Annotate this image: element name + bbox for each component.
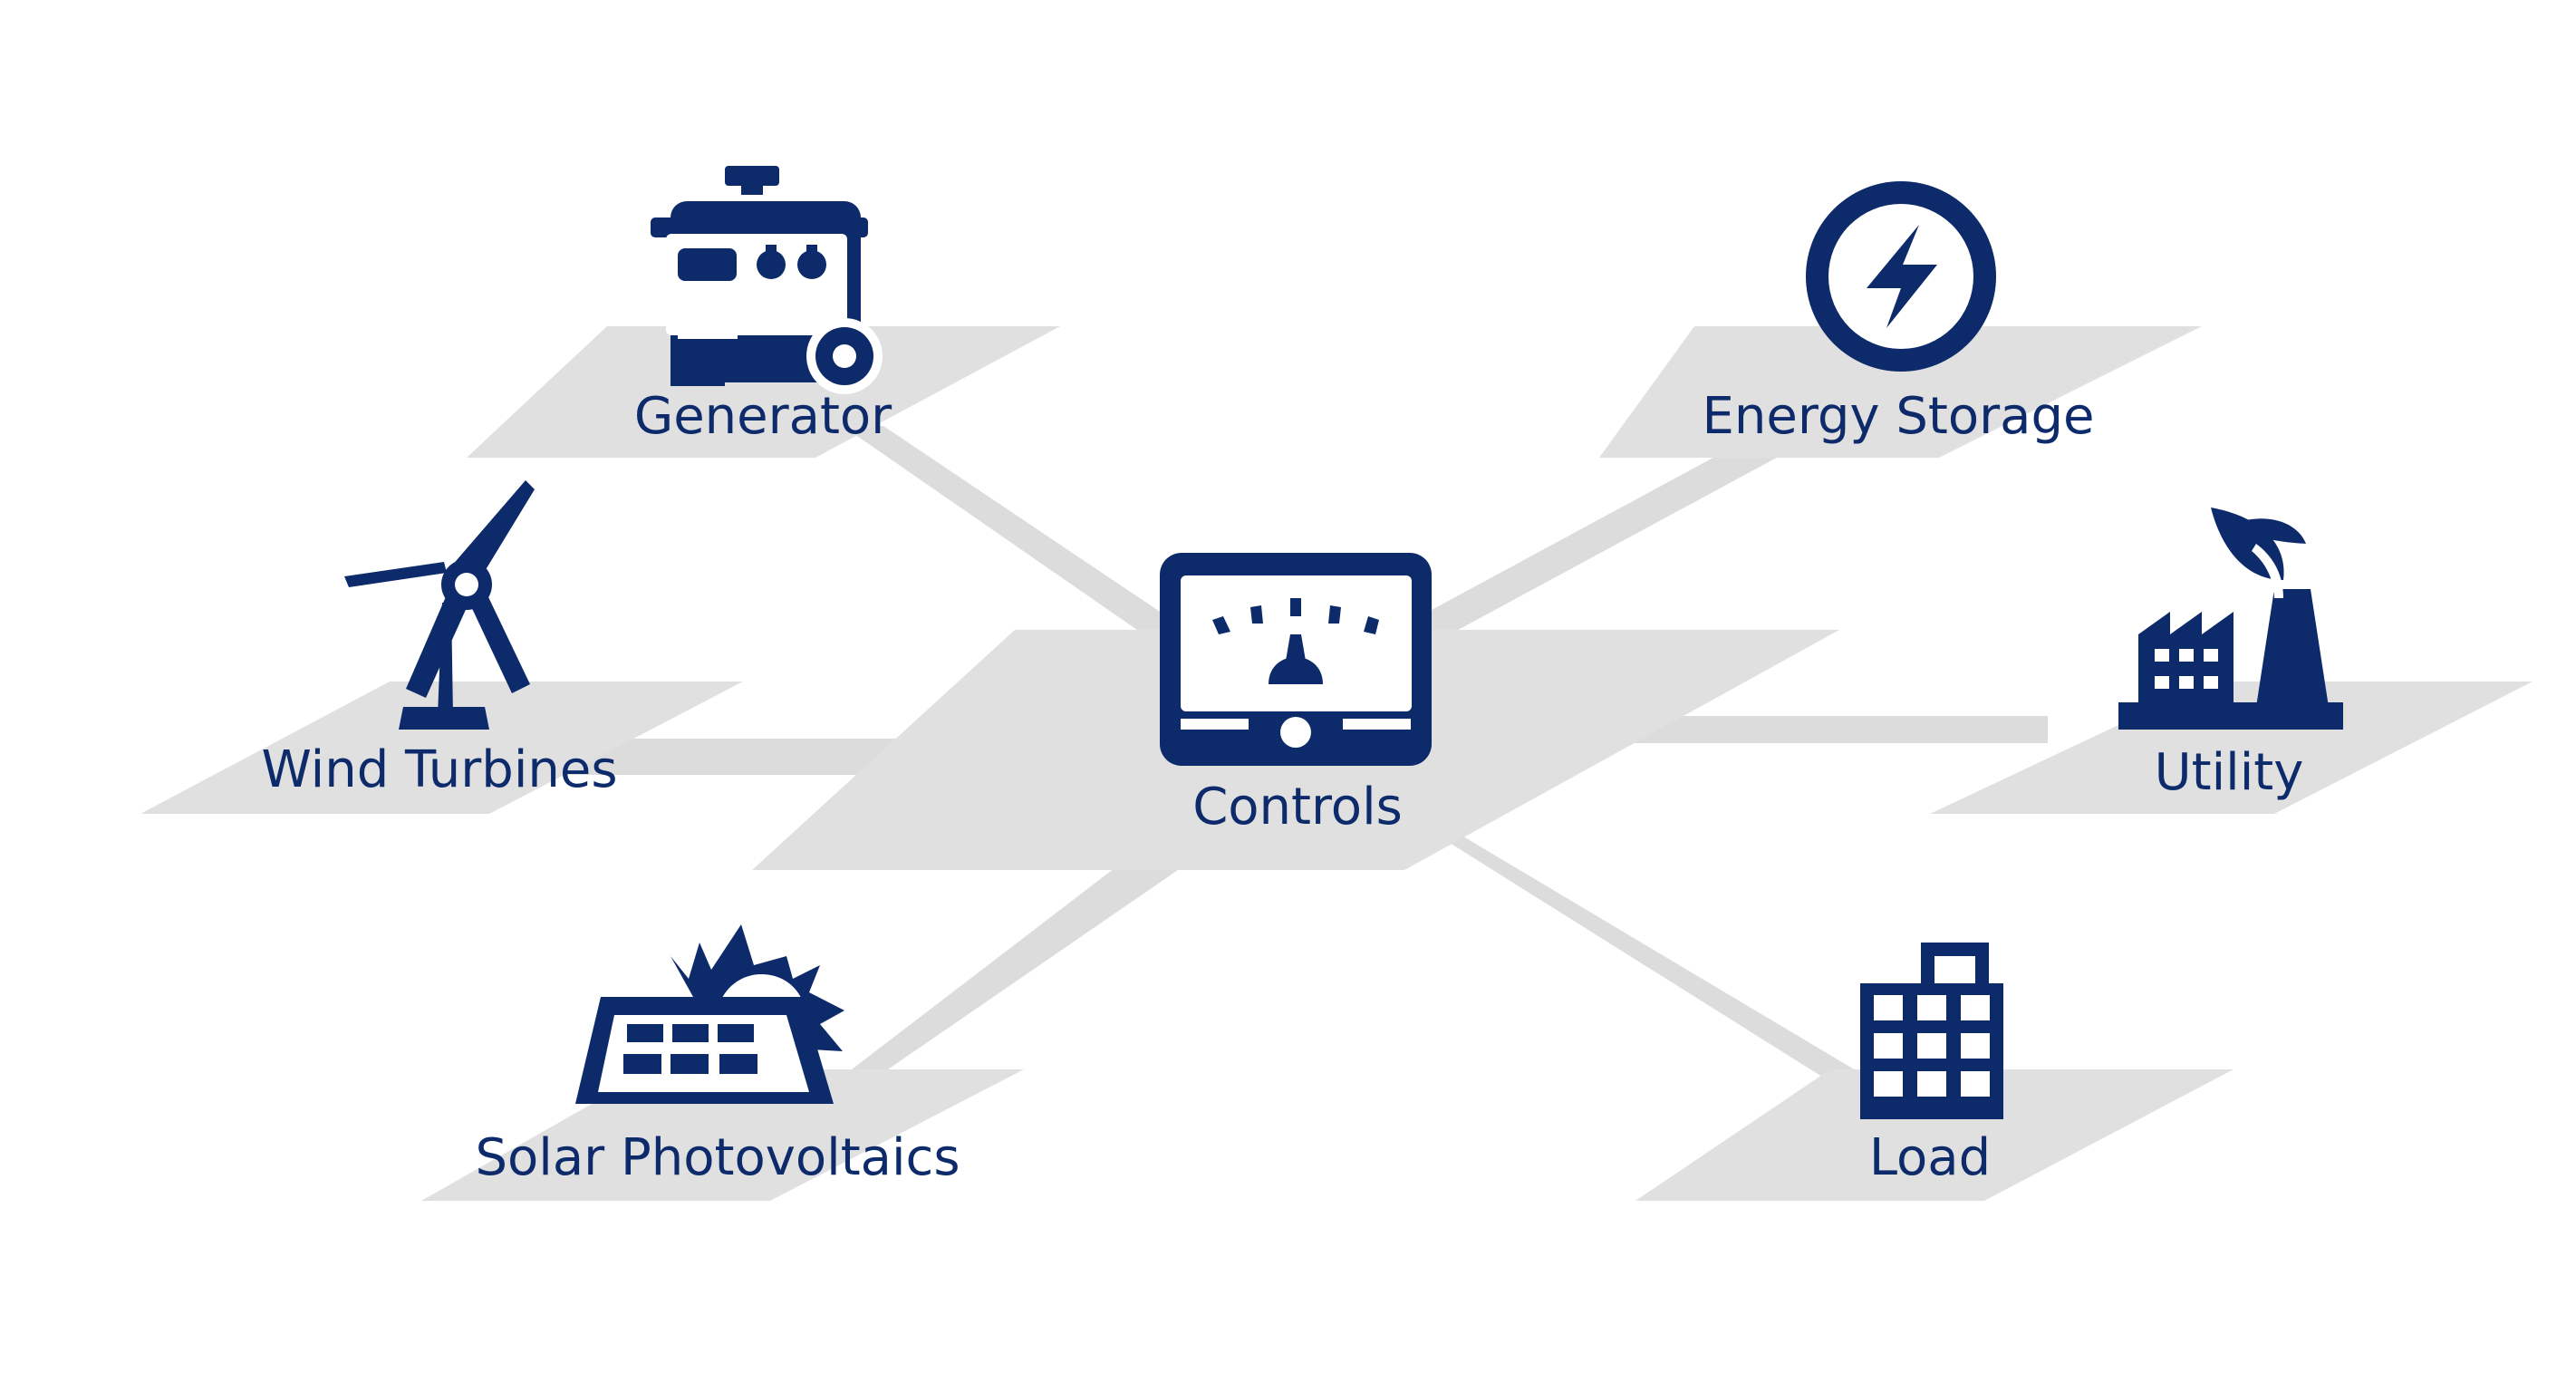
platform-load bbox=[1635, 1069, 2233, 1201]
label-generator: Generator bbox=[633, 387, 892, 446]
solar-panel-icon bbox=[575, 924, 844, 1104]
connector-utility bbox=[1595, 716, 2048, 743]
wind-turbine-icon bbox=[344, 480, 535, 730]
connector-generator bbox=[843, 426, 1187, 630]
label-energy-storage: Energy Storage bbox=[1702, 387, 2095, 446]
lightning-circle-icon bbox=[1806, 181, 1996, 372]
label-solar-photovoltaics: Solar Photovoltaics bbox=[475, 1128, 960, 1187]
platform-energy-storage bbox=[1599, 326, 2202, 458]
platform-wind-turbines bbox=[140, 682, 743, 814]
connector-solar bbox=[852, 847, 1178, 1069]
connectors bbox=[562, 426, 2048, 1088]
label-wind-turbines: Wind Turbines bbox=[261, 740, 618, 799]
platform-solar bbox=[421, 1069, 1024, 1201]
factory-icon bbox=[2118, 508, 2343, 730]
platform-generator bbox=[467, 326, 1060, 458]
gauge-meter-icon bbox=[1160, 553, 1432, 766]
building-icon bbox=[1860, 943, 2003, 1119]
platforms bbox=[140, 326, 2533, 1201]
generator-icon bbox=[651, 166, 883, 394]
label-load: Load bbox=[1868, 1128, 1992, 1187]
platform-utility bbox=[1930, 682, 2533, 814]
connector-load bbox=[1413, 820, 1885, 1088]
label-utility: Utility bbox=[2154, 743, 2304, 802]
connector-energy-storage bbox=[1386, 453, 1785, 634]
label-controls: Controls bbox=[1192, 778, 1403, 836]
